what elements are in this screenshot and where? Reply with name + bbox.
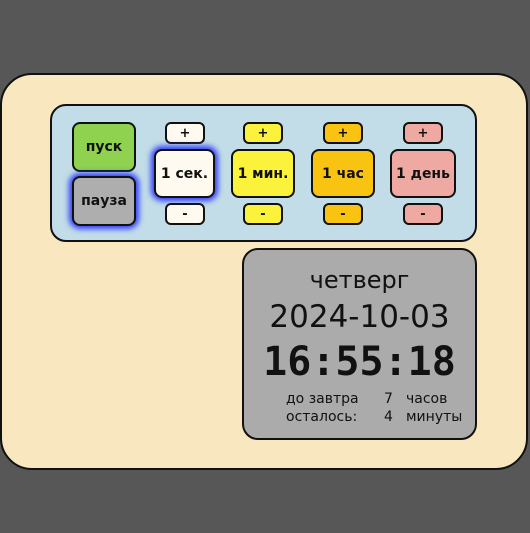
- remaining-minutes-value: 4: [384, 409, 393, 425]
- unit-minutes-button[interactable]: 1 мин.: [231, 149, 295, 198]
- decrement-minutes-button[interactable]: -: [243, 203, 283, 225]
- remaining-label-line1: до завтра: [286, 391, 359, 407]
- time-text: 16:55:18: [263, 339, 456, 385]
- date-text: 2024-10-03: [269, 299, 450, 335]
- pause-button[interactable]: пауза: [72, 176, 136, 226]
- increment-days-button[interactable]: +: [403, 122, 443, 144]
- decrement-seconds-button[interactable]: -: [165, 203, 205, 225]
- remaining-hours-value: 7: [384, 391, 393, 407]
- start-button[interactable]: пуск: [72, 122, 136, 172]
- increment-hours-button[interactable]: +: [323, 122, 363, 144]
- remaining-label-line2: осталось:: [286, 409, 358, 425]
- remaining-hours: 7 часов: [384, 390, 462, 408]
- remaining-label: до завтра осталось:: [286, 390, 359, 426]
- remaining-hours-unit: часов: [406, 391, 448, 407]
- weekday-text: четверг: [309, 266, 410, 294]
- unit-seconds-button[interactable]: 1 сек.: [154, 149, 215, 198]
- unit-days-button[interactable]: 1 день: [390, 149, 456, 198]
- remaining-value: 7 часов 4 минуты: [384, 390, 462, 426]
- decrement-days-button[interactable]: -: [403, 203, 443, 225]
- increment-minutes-button[interactable]: +: [243, 122, 283, 144]
- unit-hours-button[interactable]: 1 час: [311, 149, 375, 198]
- remaining-minutes-unit: минуты: [406, 409, 463, 425]
- decrement-hours-button[interactable]: -: [323, 203, 363, 225]
- remaining-minutes: 4 минуты: [384, 408, 462, 426]
- increment-seconds-button[interactable]: +: [165, 122, 205, 144]
- clock-display: четверг 2024-10-03 16:55:18 до завтра ос…: [242, 248, 477, 440]
